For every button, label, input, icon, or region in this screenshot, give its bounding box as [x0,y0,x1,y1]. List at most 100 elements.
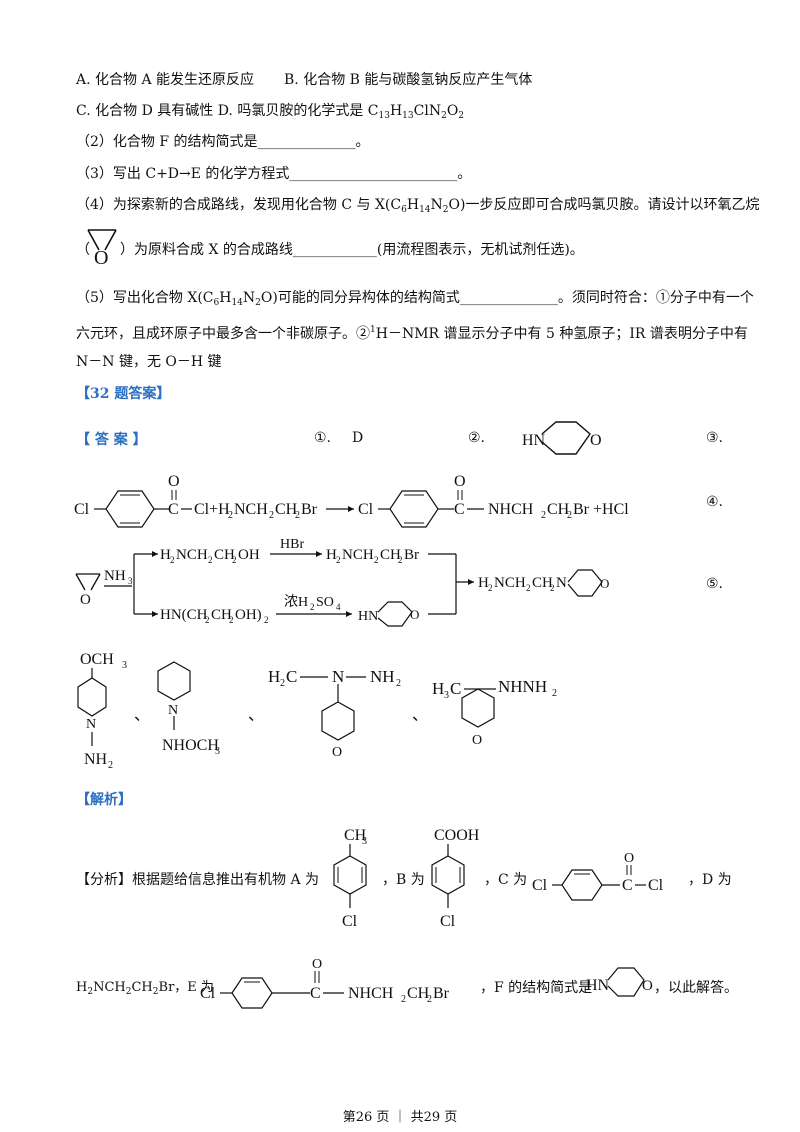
question-5-text: （5）写出化合物 X(C [76,290,214,306]
eq-o-2: O [454,473,466,490]
svg-text:2: 2 [374,555,379,565]
formula-part: O [446,103,459,119]
morpholine-o: O [590,432,602,449]
question-5-line3: N－N 键，无 O－H 键 [76,352,222,372]
option-d-text: D. 吗氯贝胺的化学式是 C [217,103,379,119]
isomer4-nhnh2: NHNH [498,677,547,696]
formula-sub: 13 [378,111,390,121]
formula-part: H [219,290,232,306]
svg-text:2: 2 [208,555,213,565]
isomer3-o: O [332,745,342,760]
svg-text:2: 2 [280,678,285,689]
route-nh3: NH [104,568,126,584]
analysis-f-is: ，F 的结构简式是 [480,980,593,996]
svg-text:2: 2 [550,583,555,593]
answer-1: D [352,430,364,446]
isomer2-nhoch3: NHOCH [162,737,219,754]
formula-sub: 14 [231,298,243,308]
formula-sub: 2 [442,205,449,215]
formula-sub: 6 [401,205,407,215]
route-br: Br [404,547,419,563]
svg-text:H: H [478,575,489,591]
svg-text:2: 2 [269,510,274,521]
eq-o-1: O [168,473,180,490]
compound-a-cl: Cl [342,913,358,930]
isomer4-o: O [472,733,482,748]
svg-text:3: 3 [122,660,127,671]
formula-sub: 6 [213,298,220,308]
svg-text:N: N [168,703,178,718]
svg-text:2: 2 [552,688,557,699]
eq-hcl: +HCl [593,501,629,518]
eq-cl-1: Cl [74,501,90,518]
svg-text:CH: CH [211,607,232,623]
question-5-line2: 六元环，且成环原子中最多含一个非碳原子。②1H－NMR 谱显示分子中有 5 种氢… [76,320,748,344]
route-diol: HN(CH [160,607,208,623]
isomers-structures: OCH 3 N NH 2 、 N NHOCH 3 、 H 2 C N NH 2 … [77,651,557,771]
analysis-c-is: ，C 为 [484,872,528,888]
svg-text:2: 2 [427,994,432,1005]
question-4-line2: （）为原料合成 X 的合成路线____________(用流程图表示，无机试剂任… [76,240,584,260]
svg-text:C: C [168,501,179,518]
svg-text:2: 2 [488,583,493,593]
eq-br-2: Br [573,501,590,518]
svg-text:2: 2 [228,510,233,521]
option-b-text: B. 化合物 B 能与碳酸氢钠反应产生气体 [284,72,533,88]
page-footer: 第26 页 ｜ 共29 页 [342,1110,458,1125]
compound-f-structure: HN O [586,967,653,997]
question-2-text: （2）化合物 F 的结构简式是______________。 [76,134,370,150]
svg-text:N: N [556,575,567,591]
svg-text:3: 3 [128,576,133,586]
formula-part: H [406,197,420,213]
svg-text:C: C [450,679,461,698]
svg-text:2: 2 [264,615,269,625]
question-4: （4）为探索新的合成路线，发现用化合物 C 与 X(C6H14N2O)一步反应即… [76,195,759,220]
analysis-b-is: ，B 为 [382,872,425,888]
answer-num-3: ③. [706,430,724,446]
svg-text:CH: CH [532,575,553,591]
compound-a-ch3: CH [344,827,367,844]
svg-text:CH: CH [275,501,298,518]
analysis-intro: 【分析】根据题给信息推出有机物 A 为 [76,872,320,888]
svg-text:2: 2 [205,615,210,625]
svg-text:2: 2 [229,615,234,625]
svg-text:NCH: NCH [234,501,268,518]
question-3-text: （3）写出 C+D→E 的化学方程式______________________… [76,166,472,182]
svg-text:2: 2 [401,994,406,1005]
svg-text:N: N [332,667,344,686]
svg-text:NCH: NCH [342,547,374,563]
isomer1-och3: OCH [80,651,114,668]
svg-text:C: C [454,501,465,518]
svg-text:N: N [86,717,96,732]
analysis-heading: 【解析】 [76,792,132,808]
compound-f-o: O [642,978,653,994]
answer-heading: 【32 题答案】 [76,386,171,402]
isomer4-h3c: H [432,679,444,698]
formula-part: N [242,290,256,306]
morpholine-hn: HN [522,432,546,449]
epoxide-o: O [94,247,108,269]
answer-num-1: ①. [314,430,332,446]
route-oh: OH [238,547,260,563]
svg-text:CH: CH [380,547,401,563]
formula-part: O)可能的同分异构体的结构简式______________。须同时符合：①分子中… [260,290,754,306]
eq-cl-2: Cl [358,501,374,518]
formula-sub: 13 [402,111,414,121]
epoxide-structure: O [87,229,117,269]
svg-text:C: C [310,985,321,1002]
compound-b-cl: Cl [440,913,456,930]
route-morpholine-o: O [410,607,419,622]
route-epoxide-o: O [80,592,91,608]
svg-text:OH): OH) [235,607,262,623]
svg-text:4: 4 [336,602,341,612]
formula-sub: 14 [419,205,431,215]
compound-a-structure: CH 3 Cl [333,827,367,930]
compound-b-cooh: COOH [434,827,480,844]
formula-part: H [389,103,403,119]
svg-text:C: C [286,667,297,686]
formula-part: N [430,197,443,213]
answer-num-2: ②. [468,430,486,446]
svg-text:2: 2 [398,555,403,565]
isomer3-nh2: NH [370,667,395,686]
answer-num-4: ④. [706,494,724,510]
